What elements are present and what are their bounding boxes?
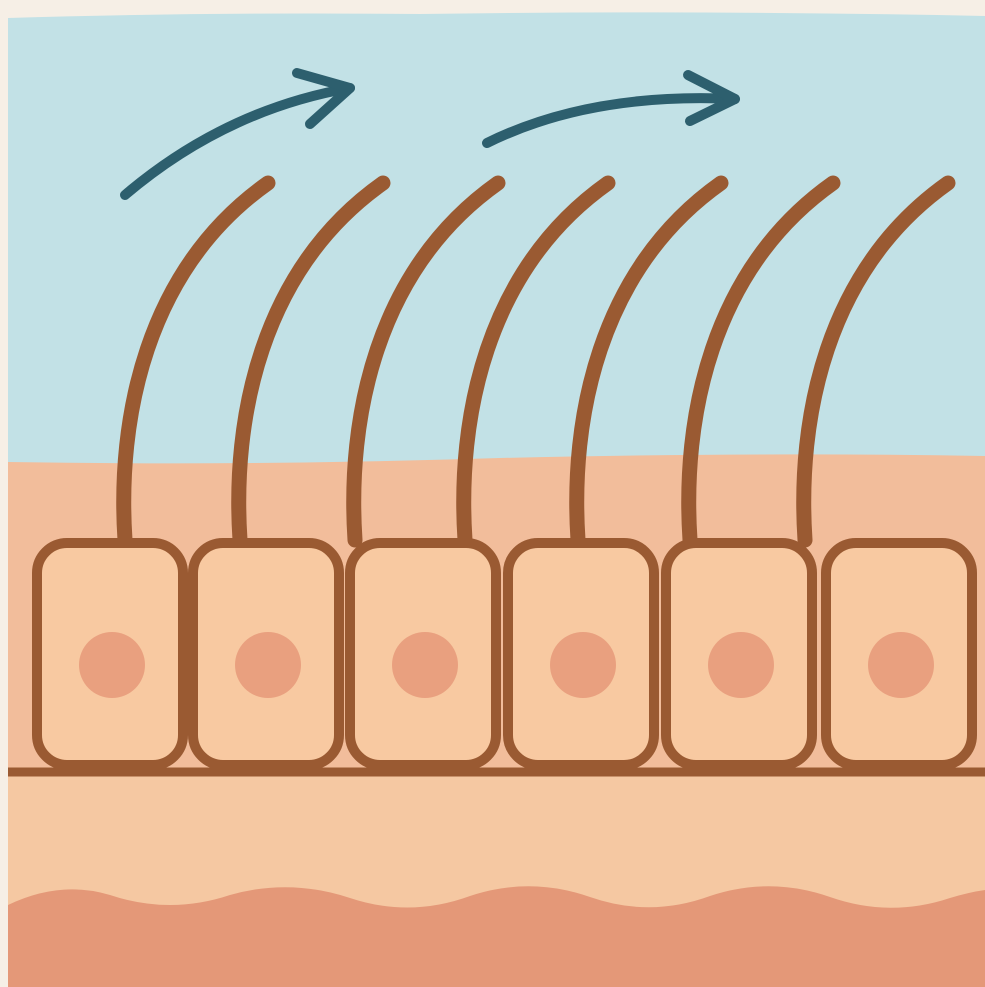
cell-nucleus	[708, 632, 774, 698]
cell-nucleus	[868, 632, 934, 698]
cell-nucleus	[235, 632, 301, 698]
cells-group	[37, 543, 972, 765]
epithelial-cell	[508, 543, 654, 765]
epithelial-cell	[37, 543, 183, 765]
fluid-lumen	[8, 12, 985, 470]
cell-nucleus	[550, 632, 616, 698]
cell-nucleus	[392, 632, 458, 698]
epithelial-cell	[193, 543, 339, 765]
epithelial-cell	[826, 543, 972, 765]
epithelial-cell	[666, 543, 812, 765]
epithelial-cell	[350, 543, 496, 765]
cell-nucleus	[79, 632, 145, 698]
